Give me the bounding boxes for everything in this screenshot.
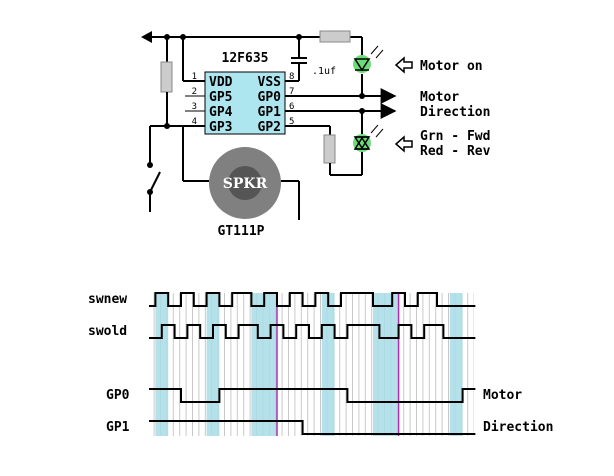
signal-name-swold: swold (88, 324, 127, 339)
highlight-band-2 (206, 293, 220, 436)
signal-name-gp0: GP0 (106, 388, 130, 403)
led-motor-icon (353, 58, 371, 72)
pin-num-2: 2 (192, 87, 197, 97)
pin-num-8: 8 (289, 72, 294, 82)
pin-label-vdd: VDD (209, 75, 233, 90)
chip-body (204, 71, 286, 135)
trace-gp1 (149, 420, 476, 435)
resistor-pullup (160, 61, 173, 93)
pin-num-4: 4 (192, 117, 197, 127)
speaker-part: GT111P (218, 224, 265, 239)
cap-label: .1uf (312, 66, 336, 77)
highlight-band-1 (155, 293, 169, 436)
pin-label-gp5: GP5 (209, 90, 232, 105)
highlight-band-3 (251, 293, 277, 436)
pointer-arrow-icon (394, 135, 413, 153)
output-label-direction: Direction (420, 105, 490, 120)
pin-num-3: 3 (192, 102, 197, 112)
pin-label-vss: VSS (258, 75, 282, 90)
chip-name: 12F635 (222, 51, 269, 66)
pin-label-gp3: GP3 (209, 120, 232, 135)
led-motor-label: Motor on (420, 59, 483, 74)
led-dir-label-1: Grn - Fwd (420, 129, 490, 144)
signal-label-direction: Direction (483, 420, 553, 435)
pin-num-5: 5 (289, 117, 294, 127)
pin-label-gp0: GP0 (258, 90, 282, 105)
rail-arrow-icon (141, 31, 152, 43)
pin-label-gp2: GP2 (258, 120, 281, 135)
chip-pins-right: 8 7 6 5 VSS GP0 GP1 GP2 (258, 72, 295, 135)
output-label-motor: Motor (420, 90, 459, 105)
led-dir-label-2: Red - Rev (420, 144, 491, 159)
pin-num-1: 1 (192, 72, 197, 82)
pin-label-gp4: GP4 (209, 105, 233, 120)
timing-diagram: swnew swold GP0 GP1 Motor Direction (88, 292, 553, 436)
trace-swold (149, 324, 476, 339)
trace-gp0 (149, 388, 476, 403)
resistor-direction (323, 134, 336, 164)
highlight-band-6 (449, 293, 463, 436)
chip-pins-left: 1 2 3 4 VDD GP5 GP4 GP3 (185, 72, 233, 135)
signal-name-gp1: GP1 (106, 420, 130, 435)
speaker-label: SPKR (223, 176, 268, 192)
pin-label-gp1: GP1 (258, 105, 282, 120)
schematic: 12F635 1 2 3 4 VDD GP5 GP4 GP3 8 7 6 5 V… (141, 30, 491, 239)
highlight-band-5 (373, 293, 399, 436)
resistor-top (319, 30, 351, 43)
trace-swnew (149, 292, 476, 307)
highlight-band-4 (321, 293, 335, 436)
signal-name-swnew: swnew (88, 292, 127, 307)
pointer-arrow-icon (394, 56, 413, 74)
pin-num-6: 6 (289, 102, 294, 112)
signal-label-motor: Motor (483, 388, 522, 403)
switch-icon (149, 171, 161, 193)
timing-grid (149, 293, 474, 436)
pin-num-7: 7 (289, 87, 294, 97)
